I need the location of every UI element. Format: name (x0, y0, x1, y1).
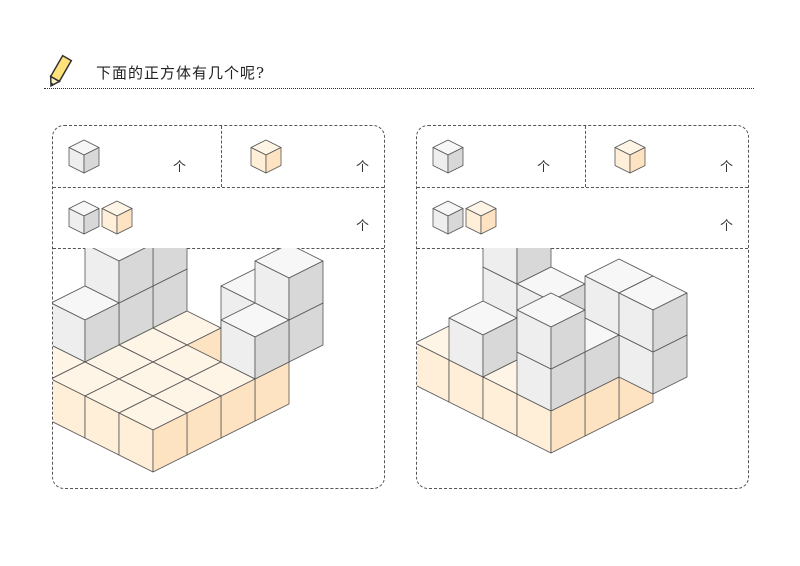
unit-label: 个 (356, 219, 370, 234)
white-cube (68, 200, 100, 235)
pencil-icon (49, 54, 73, 88)
divider (585, 126, 586, 187)
white-cube-icon (432, 200, 464, 235)
orange-cube (614, 139, 646, 174)
orange-cube (250, 139, 282, 174)
white-cube (618, 275, 688, 353)
answer-row-total: 个 (53, 187, 384, 249)
white-cube (254, 248, 324, 321)
worksheet-title: 下面的正方体有几个呢? (96, 64, 266, 82)
orange-cube-icon (465, 200, 497, 235)
answer-row-colors: 个 个 (417, 126, 748, 188)
white-cube-icon (68, 139, 100, 174)
unit-label: 个 (720, 160, 734, 175)
exercise-panel-right: 个 个 个 (416, 125, 749, 489)
exercise-panel-left: 个 个 个 (52, 125, 385, 489)
orange-cube-icon (614, 139, 646, 174)
orange-cube-icon (250, 139, 282, 174)
white-cube (516, 292, 586, 370)
white-cube (84, 248, 154, 304)
unit-label: 个 (537, 160, 551, 175)
orange-cube (465, 200, 497, 235)
white-cube (482, 248, 552, 285)
worksheet-header: 下面的正方体有几个呢? (44, 54, 754, 89)
white-cube (68, 139, 100, 174)
orange-cube (101, 200, 133, 235)
white-cube (432, 200, 464, 235)
white-cube-icon (432, 139, 464, 174)
white-cube (432, 139, 464, 174)
white-cube-icon (68, 200, 100, 235)
white-cube (220, 302, 290, 380)
orange-cube (118, 395, 188, 473)
unit-label: 个 (720, 219, 734, 234)
unit-label: 个 (356, 160, 370, 175)
orange-cube-icon (101, 200, 133, 235)
answer-row-total: 个 (417, 187, 748, 249)
divider (221, 126, 222, 187)
cube-stack-figure (417, 248, 688, 454)
cube-stack-figure (53, 248, 324, 473)
answer-row-colors: 个 个 (53, 126, 384, 188)
unit-label: 个 (173, 160, 187, 175)
white-cube (53, 285, 120, 363)
